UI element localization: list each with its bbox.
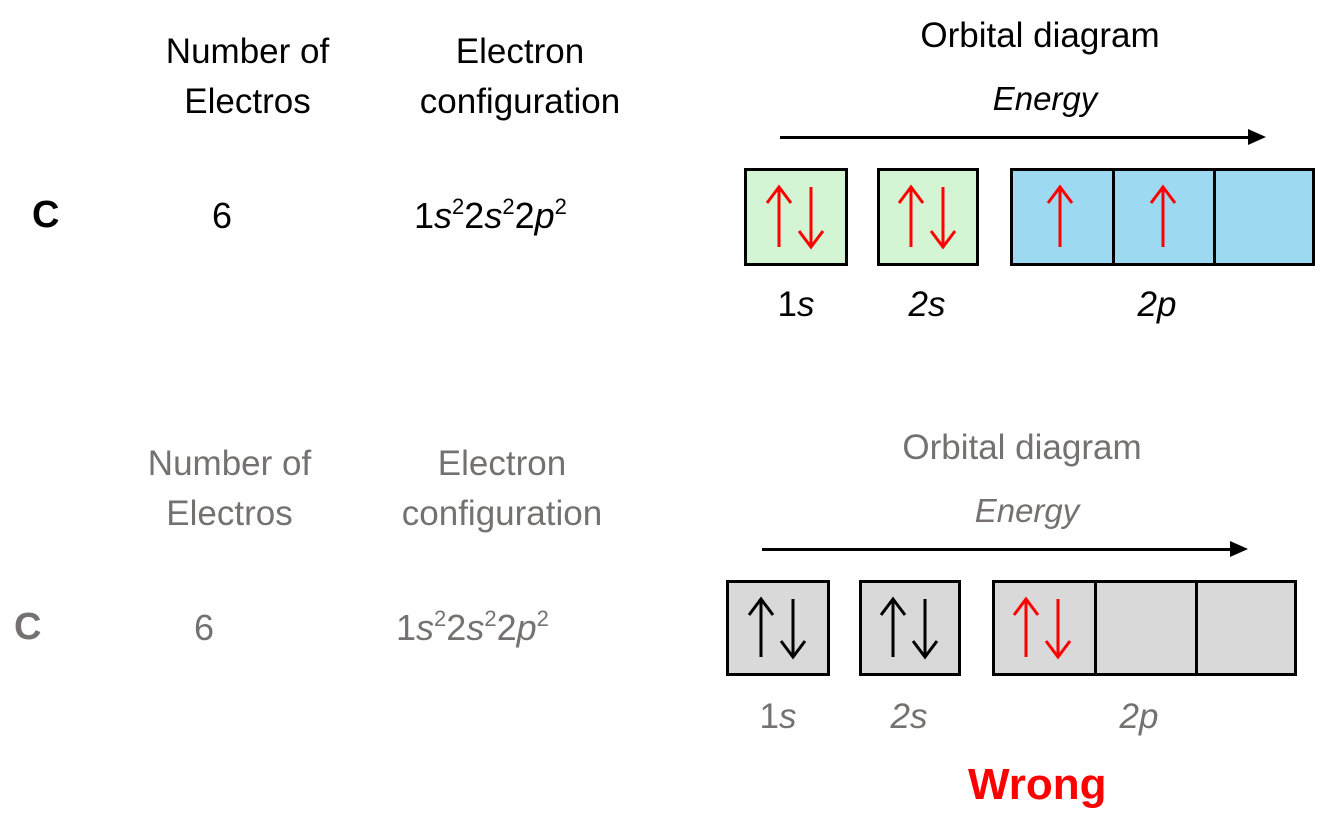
orbital-box-2p: [1010, 168, 1315, 266]
electron-configuration: 1s22s22p2: [414, 194, 567, 236]
orbital-label-1s: 1s: [777, 285, 815, 324]
config-header-line2: configuration: [401, 494, 603, 533]
config-header: Electron configuration: [377, 439, 627, 539]
electrons-header: Number of Electros: [122, 439, 337, 539]
electrons-header-line2: Electros: [166, 494, 293, 533]
orbital-label-2s: 2s: [908, 285, 946, 324]
orbital-label-2s: 2s: [890, 697, 928, 736]
spin-pair-icon: [897, 184, 957, 250]
energy-label: Energy: [992, 80, 1098, 117]
arrow-head-icon: [1230, 541, 1248, 557]
orbital-diagram-title: Orbital diagram: [920, 16, 1160, 55]
energy-arrow: [762, 541, 1248, 557]
config-header-line1: Electron: [437, 444, 567, 483]
element-symbol: C: [32, 194, 60, 236]
orbital-box-1s: [726, 580, 830, 676]
electrons-header: Number of Electros: [140, 27, 355, 127]
electrons-header-line1: Number of: [165, 32, 330, 71]
correct-diagram-section: Number of Electros Electron configuratio…: [0, 0, 1326, 410]
arrow-head-icon: [1248, 129, 1266, 145]
electron-count: 6: [212, 195, 233, 236]
orbital-label-2p: 2p: [1119, 697, 1159, 736]
energy-arrow: [780, 129, 1266, 145]
element-symbol: C: [14, 606, 42, 648]
spin-up-icon: [1046, 184, 1177, 247]
wrong-verdict-label: Wrong: [968, 760, 1107, 809]
spin-pair-icon: [765, 184, 825, 250]
orbital-diagram-title: Orbital diagram: [902, 428, 1142, 467]
incorrect-diagram-section: Number of Electros Electron configuratio…: [0, 412, 1326, 829]
electrons-header-line2: Electros: [184, 82, 311, 121]
electrons-header-line1: Number of: [147, 444, 312, 483]
orbital-box-1s: [744, 168, 848, 266]
orbital-box-2s: [859, 580, 961, 676]
orbital-box-2s: [877, 168, 979, 266]
config-header-line2: configuration: [419, 82, 621, 121]
orbital-label-2p: 2p: [1137, 285, 1177, 324]
electron-configuration: 1s22s22p2: [396, 606, 549, 648]
electron-count: 6: [194, 607, 215, 648]
spin-pair-icon: [879, 596, 939, 660]
orbital-label-1s: 1s: [759, 697, 797, 736]
energy-label: Energy: [974, 492, 1080, 529]
spin-pair-icon: [1012, 596, 1072, 660]
orbital-box-2p: [992, 580, 1297, 676]
config-header: Electron configuration: [395, 27, 645, 127]
spin-pair-icon: [747, 596, 807, 660]
config-header-line1: Electron: [455, 32, 585, 71]
